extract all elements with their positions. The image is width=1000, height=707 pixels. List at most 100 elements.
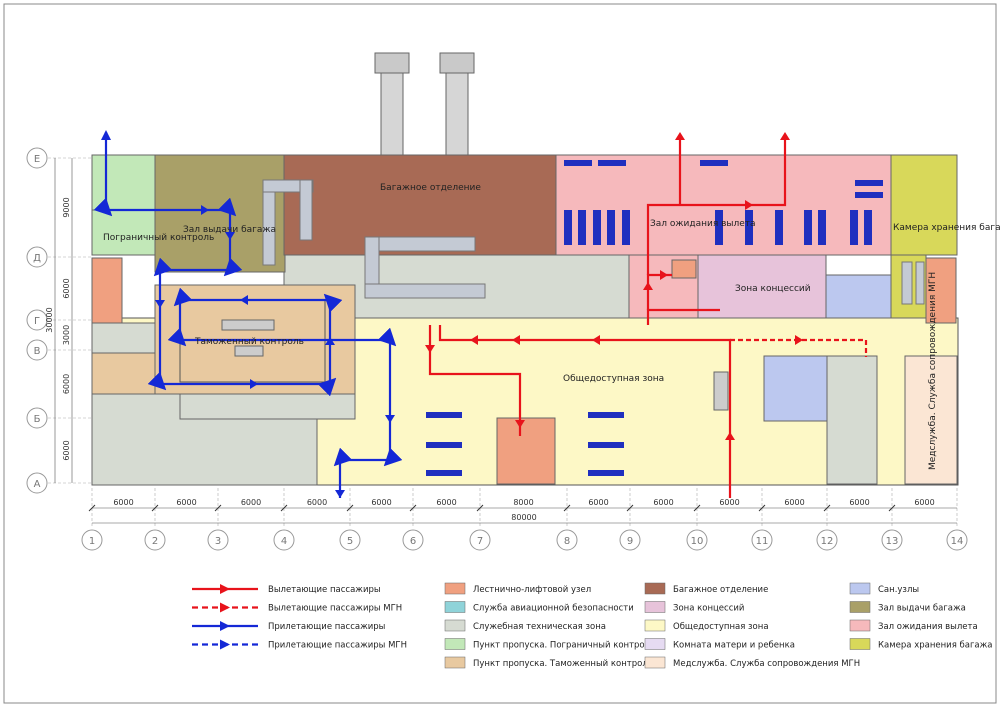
stair-left (91, 257, 123, 324)
concessions-zone (697, 254, 827, 319)
row-axis-label: Е (34, 154, 40, 165)
dimension-tick (758, 504, 766, 512)
row-axis-marker (26, 407, 48, 429)
legend-route-arrow (220, 584, 230, 594)
legend-route-label: Прилетающие пассажиры (268, 622, 385, 632)
dimension-label: 6000 (371, 498, 391, 507)
dimension-label: 6000 (588, 498, 608, 507)
legend-label: Пункт пропуска. Пограничный контроль (473, 641, 655, 651)
customs-lane (221, 319, 275, 331)
row-axis-label: Б (34, 414, 41, 425)
legend-swatch (849, 601, 871, 613)
chimneys (374, 52, 475, 158)
dimension-label: 6000 (436, 498, 456, 507)
legend-label: Лестнично-лифтовой узел (473, 585, 591, 595)
column-axis-marker (81, 529, 103, 551)
dimension-label: 6000 (653, 498, 673, 507)
column-axis-label: 13 (886, 536, 899, 547)
customs-service2 (91, 352, 156, 395)
legend-route-label: Прилетающие пассажиры МГН (268, 641, 407, 651)
dimension-label: 8000 (513, 498, 533, 507)
row-axis-label: Д (33, 253, 41, 264)
column-axis-marker (339, 529, 361, 551)
legend-swatch (849, 619, 871, 632)
column-axis-label: 7 (477, 536, 483, 547)
legend-route-arrow (220, 621, 230, 631)
seating (426, 160, 883, 476)
legend-label: Служебная техническая зона (473, 622, 606, 632)
column-axis-marker (402, 529, 424, 551)
label-customs: Таможенный контроль (194, 337, 304, 347)
column-axis-marker (751, 529, 773, 551)
dimension-total: 80000 (511, 513, 536, 522)
legend-label: Общедоступная зона (673, 622, 769, 632)
legend-label: Медслужба. Служба сопровождения МГН (673, 659, 860, 669)
column-axis-marker (207, 529, 229, 551)
row-axis-marker (26, 309, 48, 331)
dimension-tick (888, 504, 896, 512)
column-axis-label: 10 (691, 536, 704, 547)
column-axis-label: 9 (627, 536, 633, 547)
legend-swatch (444, 619, 466, 632)
legend-swatch (644, 619, 666, 632)
dimension-vertical-total: 30000 (45, 307, 54, 332)
legend-route-label: Вылетающие пассажиры МГН (268, 604, 402, 614)
column-axis-marker (816, 529, 838, 551)
row-axis-marker (26, 246, 48, 268)
dimension-tick (346, 504, 354, 512)
legend-swatch (644, 601, 666, 613)
legend-swatch (849, 638, 871, 650)
dimension-tick (626, 504, 634, 512)
service-zone-mid (179, 393, 356, 420)
column-axis-marker (686, 529, 708, 551)
label-departure-hall: Зал ожидания вылета (650, 219, 756, 229)
security-lane (713, 371, 729, 411)
medical-zone (904, 355, 958, 485)
column-axis-marker (469, 529, 491, 551)
column-axis-label: 1 (89, 536, 95, 547)
legend-label: Зал выдачи багажа (878, 604, 966, 614)
dimension-label: 6000 (113, 498, 133, 507)
row-axis-label: В (34, 346, 41, 357)
legend-label: Сан.узлы (878, 585, 919, 595)
column-axis-marker (556, 529, 578, 551)
dimension-vertical-label: 6000 (62, 278, 71, 298)
legend-swatch (849, 582, 871, 595)
row-axis-marker (26, 472, 48, 494)
column-axis-marker (144, 529, 166, 551)
legend-swatch (444, 601, 466, 613)
column-axis-label: 4 (281, 536, 287, 547)
legend-label: Пункт пропуска. Таможенный контроль (473, 659, 653, 669)
legend-label: Зона концессий (673, 604, 744, 614)
stair-center (496, 417, 556, 485)
dimension-label: 6000 (241, 498, 261, 507)
elevator-mid (671, 259, 697, 279)
column-axis-marker (946, 529, 968, 551)
service-zone-right (826, 355, 878, 485)
column-axis-marker (881, 529, 903, 551)
legend-label: Багажное отделение (673, 585, 768, 595)
dimension-tick (214, 504, 222, 512)
dimension-label: 6000 (784, 498, 804, 507)
column-axis-marker (273, 529, 295, 551)
row-axis-label: А (34, 479, 41, 490)
column-axis-marker (619, 529, 641, 551)
legend-label: Камера хранения багажа (878, 641, 993, 651)
column-axis-label: 3 (215, 536, 221, 547)
legend-label: Зал ожидания вылета (878, 622, 978, 632)
legend-swatch (444, 638, 466, 650)
wc-zone-top (825, 274, 892, 319)
dimension-tick (280, 504, 288, 512)
dimension-vertical-label: 9000 (62, 197, 71, 217)
dimension-tick (823, 504, 831, 512)
column-axis-label: 8 (564, 536, 570, 547)
row-axis-label: Г (34, 316, 40, 327)
legend-swatch (444, 656, 466, 669)
label-medical: Медслужба. Служба сопровождения МГН (928, 272, 938, 470)
column-axis-label: 6 (410, 536, 416, 547)
legend-route-arrow (220, 639, 230, 650)
dimension-tick (693, 504, 701, 512)
stair-right (925, 257, 957, 324)
